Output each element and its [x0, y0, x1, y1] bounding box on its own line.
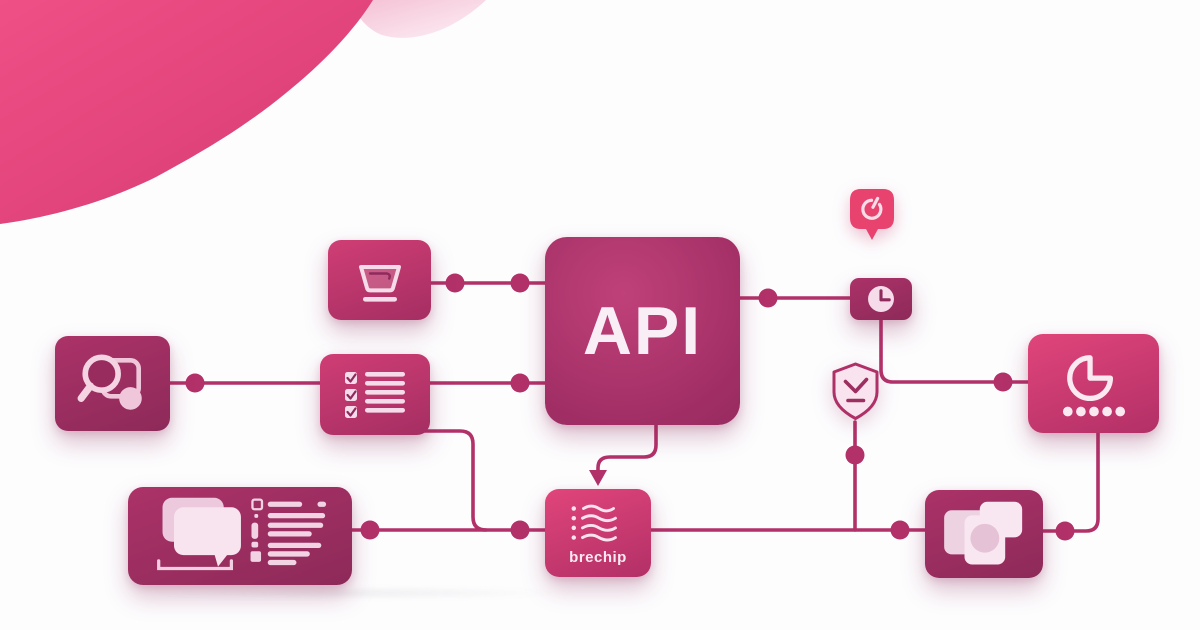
- arrow-down-icon: [589, 470, 607, 486]
- list-waves-icon: [571, 504, 617, 541]
- blob-highlight-wisp: [350, 0, 486, 38]
- blob-shape: [0, 0, 373, 224]
- basket-node: [328, 240, 431, 320]
- checklist-node: [320, 354, 430, 435]
- chat-log-node: [128, 487, 352, 585]
- power-pin-icon: [850, 189, 894, 240]
- power-pin-node: [850, 189, 894, 242]
- clock-icon: [868, 286, 894, 312]
- search-icon: [77, 353, 142, 410]
- search-node: [55, 336, 170, 431]
- shield-node: [827, 361, 884, 422]
- floor-shadow: [140, 588, 570, 598]
- basket-icon: [358, 265, 401, 302]
- photos-icon: [944, 501, 1023, 565]
- pie-chart-icon: [1062, 354, 1125, 416]
- brechip-node: brechip: [545, 489, 651, 577]
- brechip-label: brechip: [569, 548, 627, 566]
- clock-node: [850, 278, 912, 320]
- api-node: API: [545, 237, 740, 425]
- dots-row-icon: [1062, 406, 1125, 416]
- shield-check-icon: [832, 362, 879, 420]
- chat-log-icon: [157, 497, 327, 571]
- api-label: API: [582, 293, 703, 369]
- analytics-node: [1028, 334, 1159, 433]
- media-node: [925, 490, 1043, 578]
- checklist-icon: [345, 371, 405, 418]
